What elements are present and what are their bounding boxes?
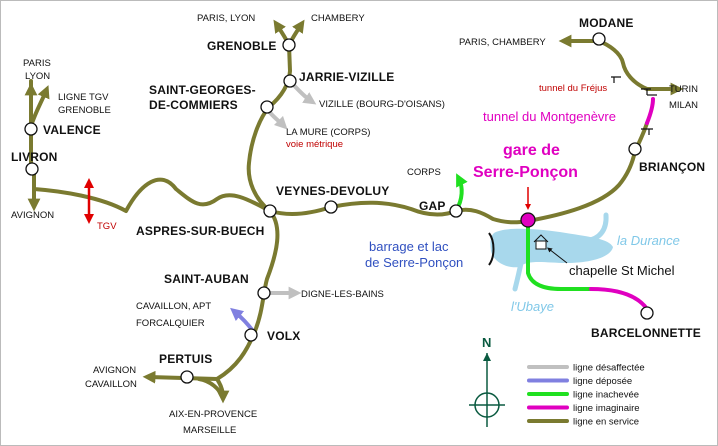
station-pertuis[interactable]: [180, 370, 194, 384]
label-aspres: ASPRES-SUR-BUECH: [136, 224, 265, 238]
label-ubaye: l'Ubaye: [511, 299, 554, 314]
line-modane-turin: [597, 39, 653, 91]
label-turin: TURIN: [669, 84, 698, 95]
label-chambery-top: CHAMBERY: [311, 13, 365, 24]
label-grenoble: GRENOBLE: [207, 39, 277, 53]
label-ligne-tgv: LIGNE TGV: [58, 92, 109, 103]
label-cavaillon: CAVAILLON: [85, 379, 137, 390]
river-ubaye: [512, 260, 524, 292]
line-inachevee-barcelonnette: [526, 219, 593, 291]
station-briancon[interactable]: [628, 142, 642, 156]
station-saint-auban[interactable]: [257, 286, 271, 300]
label-vizille: VIZILLE (BOURG-D'OISANS): [319, 99, 445, 110]
label-saint-georges-1: SAINT-GEORGES-: [149, 83, 256, 97]
label-barrage-1: barrage et lac: [369, 239, 449, 254]
label-la-durance: la Durance: [617, 233, 680, 248]
label-saint-auban: SAINT-AUBAN: [164, 272, 249, 286]
label-avignon-left: AVIGNON: [11, 210, 54, 221]
compass: N: [469, 335, 505, 427]
label-corps: CORPS: [407, 167, 441, 178]
station-aspres[interactable]: [263, 204, 277, 218]
river-durance: [583, 212, 609, 244]
label-briancon: BRIANÇON: [639, 160, 705, 174]
station-gap[interactable]: [449, 204, 463, 218]
label-forcalquier: FORCALQUIER: [136, 318, 205, 329]
label-gap: GAP: [419, 199, 446, 213]
station-veynes[interactable]: [324, 200, 338, 214]
label-barrage-2: de Serre-Ponçon: [365, 255, 463, 270]
junction-pertuis: [197, 377, 225, 399]
station-gare-serre-poncon[interactable]: [520, 212, 536, 228]
line-deposee-cavaillon: [230, 307, 255, 333]
label-tunnel-frejus: tunnel du Fréjus: [539, 83, 607, 94]
label-voie-metrique: voie métrique: [286, 139, 343, 150]
line-imaginaire-montgenevre: [645, 97, 655, 125]
station-grenoble[interactable]: [282, 38, 296, 52]
line-serre-briancon: [526, 149, 637, 223]
station-barcelonnette[interactable]: [640, 306, 654, 320]
label-saint-georges-2: DE-COMMIERS: [149, 98, 238, 112]
legend-label: ligne imaginaire: [573, 403, 640, 414]
tunnel-frejus-portal: [611, 76, 651, 95]
line-imaginaire-barcelonnette: [589, 287, 649, 311]
label-aix: AIX-EN-PROVENCE: [169, 409, 257, 420]
label-cavaillon-apt: CAVAILLON, APT: [136, 301, 211, 312]
label-milan: MILAN: [669, 100, 698, 111]
station-valence[interactable]: [24, 122, 38, 136]
station-livron[interactable]: [25, 162, 39, 176]
label-marseille: MARSEILLE: [183, 425, 236, 436]
dam: [488, 232, 495, 266]
station-modane[interactable]: [592, 32, 606, 46]
lake-serre-poncon: [490, 228, 613, 268]
label-avignon-bottom: AVIGNON: [93, 365, 136, 376]
station-volx[interactable]: [244, 328, 258, 342]
label-gare-2: Serre-Ponçon: [473, 164, 578, 181]
label-barcelonnette: BARCELONNETTE: [591, 326, 701, 340]
label-pertuis: PERTUIS: [159, 352, 212, 366]
label-lyon-left: LYON: [25, 71, 50, 82]
station-saint-georges[interactable]: [260, 100, 274, 114]
label-paris-left: PARIS: [23, 58, 51, 69]
line-livron-aspres: [32, 167, 530, 225]
chapel-icon: [533, 234, 549, 250]
label-valence: VALENCE: [43, 123, 101, 137]
compass-north-label: N: [482, 335, 491, 350]
legend-label: ligne déposée: [573, 376, 632, 387]
label-livron: LIVRON: [11, 150, 58, 164]
label-paris-chambery: PARIS, CHAMBERY: [459, 37, 546, 48]
legend-label: ligne désaffectée: [573, 363, 645, 374]
tunnel-montgenevre-portal: [641, 94, 657, 135]
station-jarrie[interactable]: [283, 74, 297, 88]
label-tgv: TGV: [97, 221, 117, 232]
line-grenoble-aspres: [246, 43, 292, 213]
label-modane: MODANE: [579, 16, 634, 30]
label-digne: DIGNE-LES-BAINS: [301, 289, 384, 300]
arrow-tgv-grenoble: [29, 85, 50, 128]
chapelle-pointer: [547, 247, 568, 264]
label-jarrie: JARRIE-VIZILLE: [299, 70, 394, 84]
label-veynes: VEYNES-DEVOLUY: [276, 184, 390, 198]
legend: ligne désaffectée ligne déposée ligne inac…: [527, 363, 645, 428]
legend-label: ligne en service: [573, 417, 639, 428]
legend-label: ligne inachevée: [573, 390, 639, 401]
label-gare-1: gare de: [503, 142, 560, 159]
label-la-mure: LA MURE (CORPS): [286, 127, 370, 138]
label-paris-lyon-top: PARIS, LYON: [197, 13, 255, 24]
label-volx: VOLX: [267, 329, 300, 343]
label-tunnel-montgenevre: tunnel du Montgenèvre: [483, 109, 616, 124]
label-chapelle: chapelle St Michel: [569, 263, 675, 278]
label-grenoble-dest: GRENOBLE: [58, 105, 111, 116]
